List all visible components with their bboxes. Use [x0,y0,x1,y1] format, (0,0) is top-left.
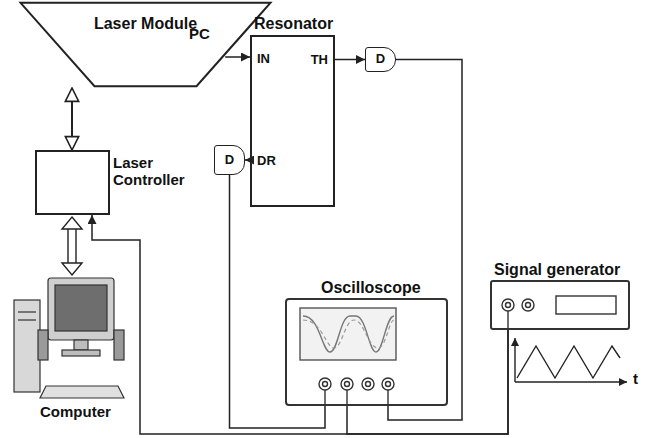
signal-wire [92,215,508,434]
laser-module: Laser Module [18,2,273,87]
node-title: Signal generator [494,261,620,279]
control-link [71,88,73,150]
input-stub [325,311,508,406]
port-label: DR [257,154,276,169]
detector: D [365,47,396,72]
generator-panel [502,296,616,314]
pc-label: PC [189,25,210,42]
triangle-wave [515,338,627,382]
node-title: Laser Controller [113,154,199,189]
signal-wire [225,56,250,58]
scope-screen [300,308,396,360]
time-axis-label: t [633,370,638,387]
signal-wire [388,60,462,421]
node-title: Resonator [254,15,333,33]
data-link-arrow [62,217,82,275]
node-title: D [366,52,395,67]
node-title: Laser Module [18,15,273,33]
port-label: TH [311,53,328,68]
oscilloscope: Oscilloscope [285,298,448,406]
signal-generator: Signal generator [490,280,630,330]
node-title: D [215,153,244,168]
resonator-box: ResonatorINTHDR [250,35,335,207]
signal-wire [347,330,508,434]
laser-controller: Laser Controller [35,150,110,215]
scope-knob [319,378,394,390]
signal-wire [335,59,365,61]
signal-wire [230,175,326,428]
computer-label: Computer [40,403,111,420]
port-label: IN [257,52,270,67]
detector: D [214,145,245,175]
node-title: Oscilloscope [321,279,421,297]
trapezoid-outline [18,2,273,87]
computer-icon [14,278,124,398]
